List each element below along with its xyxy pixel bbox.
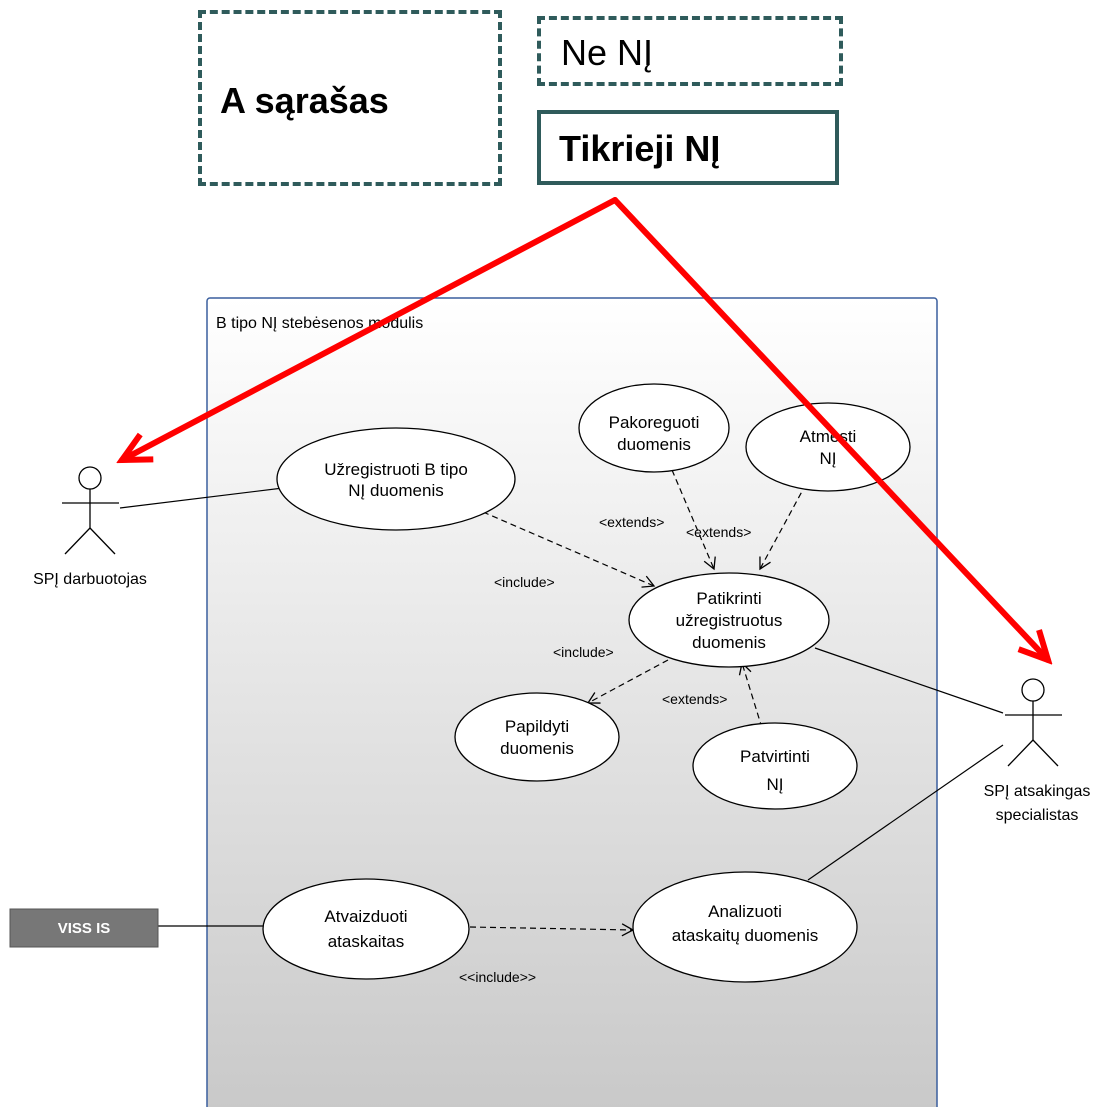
actor-darbuotojas-label: SPĮ darbuotojas: [33, 571, 147, 588]
usecase-papildyti-line2: duomenis: [500, 739, 574, 758]
actor-specialistas-label-line1: SPĮ atsakingas: [984, 783, 1091, 800]
dep-uzregistruoti-patikrinti: [482, 511, 656, 588]
usecase-patikrinti-line1: Patikrinti: [696, 589, 761, 608]
legend-box-tikrieji-ni: Tikrieji NĮ: [537, 110, 839, 185]
legend-box-ne-ni: Ne NĮ: [537, 16, 843, 86]
dep-pakoreguoti-patikrinti: [671, 469, 716, 571]
usecase-atmesti-line2: NĮ: [820, 449, 837, 468]
assoc-darbuotojas-uzregistruoti: [119, 487, 284, 509]
dep-patikrinti-papildyti: [586, 659, 669, 704]
label-extends-1: <extends>: [599, 514, 664, 530]
usecase-atvaizduoti: Atvaizduoti ataskaitas: [262, 878, 470, 980]
usecase-papildyti-line1: Papildyti: [505, 717, 569, 736]
actor-darbuotojas: [62, 466, 119, 555]
red-arrow-to-darbuotojas: [122, 197, 618, 460]
label-include-2: <include>: [553, 644, 614, 660]
usecase-patikrinti-line2: užregistruotus: [676, 611, 783, 630]
usecase-pakoreguoti-line1: Pakoreguoti: [609, 413, 700, 432]
assoc-specialistas-patikrinti: [814, 647, 1004, 714]
usecase-patvirtinti-line2: NĮ: [767, 775, 784, 794]
usecase-pakoreguoti-line2: duomenis: [617, 435, 691, 454]
dep-atmesti-patikrinti: [759, 483, 807, 571]
usecase-analizuoti-line1: Analizuoti: [708, 902, 782, 921]
dep-patvirtinti-patikrinti: [738, 661, 763, 729]
external-system-viss-is: VISS IS: [9, 908, 159, 948]
legend-box-tikrieji-label: Tikrieji NĮ: [559, 128, 721, 169]
label-include-3: <<include>>: [459, 969, 536, 985]
legend-box-a-label: A sąrašas: [220, 80, 389, 121]
usecase-patikrinti: Patikrinti užregistruotus duomenis: [628, 572, 830, 668]
usecase-patvirtinti: Patvirtinti NĮ: [692, 722, 858, 810]
legend-box-ne-label: Ne NĮ: [561, 32, 654, 73]
usecase-analizuoti: Analizuoti ataskaitų duomenis: [632, 871, 858, 983]
label-extends-2: <extends>: [686, 524, 751, 540]
label-extends-3: <extends>: [662, 691, 727, 707]
external-system-label: VISS IS: [58, 920, 111, 937]
usecase-pakoreguoti: Pakoreguoti duomenis: [578, 383, 730, 473]
label-include-1: <include>: [494, 574, 555, 590]
actor-specialistas: [1005, 678, 1062, 767]
usecase-atmesti: Atmesti NĮ: [745, 402, 911, 492]
usecase-atvaizduoti-line1: Atvaizduoti: [324, 907, 407, 926]
usecase-patvirtinti-line1: Patvirtinti: [740, 747, 810, 766]
usecase-patikrinti-line3: duomenis: [692, 633, 766, 652]
assoc-specialistas-analizuoti: [807, 744, 1004, 881]
usecase-atvaizduoti-line2: ataskaitas: [328, 932, 405, 951]
dep-atvaizduoti-analizuoti: [469, 923, 635, 937]
usecase-uzregistruoti: Užregistruoti B tipo NĮ duomenis: [276, 427, 516, 531]
red-arrow-to-specialistas: [612, 197, 1048, 660]
usecase-uzregistruoti-line1: Užregistruoti B tipo: [324, 460, 468, 479]
legend-box-a-sarasas: A sąrašas: [198, 10, 502, 186]
usecase-papildyti: Papildyti duomenis: [454, 692, 620, 782]
usecase-uzregistruoti-line2: NĮ duomenis: [348, 481, 443, 500]
usecase-analizuoti-line2: ataskaitų duomenis: [672, 926, 818, 945]
actor-specialistas-label-line2: specialistas: [996, 807, 1079, 824]
